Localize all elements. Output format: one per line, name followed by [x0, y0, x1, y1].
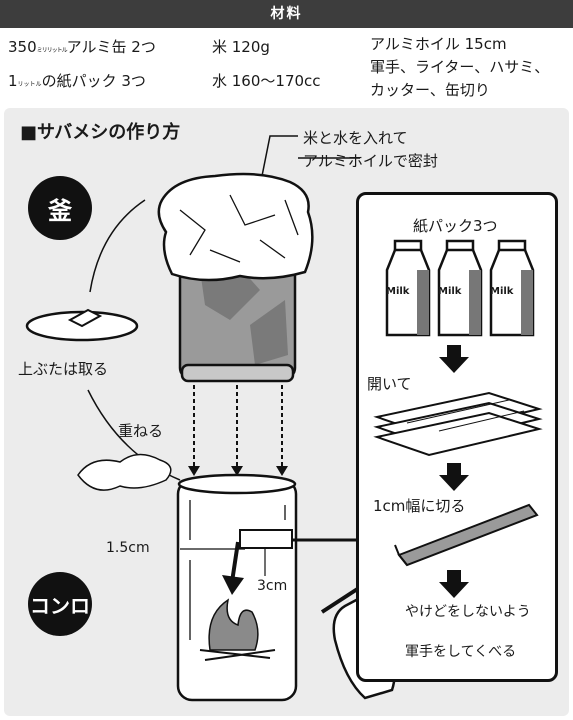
glove-strip	[320, 584, 364, 614]
air-hole	[239, 529, 293, 549]
material-tools-2: カッター、缶切り	[370, 81, 490, 99]
callout-rice: 米と水を入れて	[303, 129, 408, 147]
carton-label-1: Milk	[386, 286, 410, 297]
diagram-title: ■サバメシの作り方	[20, 122, 181, 143]
dim-inner-label: 3cm	[257, 578, 288, 594]
top-can-rim	[180, 363, 295, 383]
step-open-label: 開いて	[367, 375, 412, 393]
step-cut-label: 1cm幅に切る	[373, 497, 466, 515]
callout-foil: アルミホイルで密封	[303, 152, 438, 170]
steps-drawing	[373, 239, 543, 598]
step-safety-2: 軍手をしてくべる	[405, 644, 517, 660]
badge-kama: 釜	[28, 176, 92, 240]
dim-side-label: 1.5cm	[106, 540, 150, 556]
fuel-strips	[199, 649, 276, 661]
steam	[77, 453, 172, 491]
top-can-shading	[200, 262, 288, 365]
step-arrow-1	[439, 345, 469, 373]
callout-rice-line	[261, 135, 298, 177]
bottom-can-glints	[189, 500, 286, 640]
steps-panel: 紙パック3つ 開いて 1cm幅に切る やけどをしないよう 軍手をして	[356, 192, 558, 682]
milk-cartons	[385, 239, 535, 337]
lid-arrow-curve	[89, 199, 146, 293]
step-arrow-2	[439, 463, 469, 491]
pull-tab	[67, 308, 103, 328]
step-packs-label: 紙パック3つ	[413, 217, 498, 235]
material-can: 350ミリリットルアルミ缶 2つ	[8, 38, 156, 56]
cut-strips	[394, 503, 539, 567]
step-safety-1: やけどをしないよう	[405, 604, 531, 620]
insert-arrowhead	[222, 575, 244, 595]
carton-label-2: Milk	[438, 286, 462, 297]
step-arrow-3	[439, 570, 469, 598]
carton-label-3: Milk	[490, 286, 514, 297]
foil-creases	[179, 194, 299, 263]
flame	[208, 598, 259, 651]
stack-arrowheads	[188, 466, 288, 476]
opened-cartons	[373, 391, 543, 457]
material-water: 水 160～170cc	[212, 72, 321, 90]
material-rice: 米 120g	[212, 38, 270, 56]
material-tools-1: 軍手、ライター、ハサミ、	[370, 58, 550, 76]
badge-stove: コンロ	[28, 572, 92, 636]
materials-header: 材料	[0, 0, 573, 28]
material-pack: 1リットルの紙パック 3つ	[8, 72, 146, 90]
foil-wrap	[157, 172, 314, 282]
material-foil: アルミホイル 15cm	[370, 35, 507, 53]
bottom-can-top	[177, 473, 297, 495]
stack-label: 重ねる	[118, 422, 164, 440]
lid-label: 上ぶたは取る	[18, 360, 109, 378]
